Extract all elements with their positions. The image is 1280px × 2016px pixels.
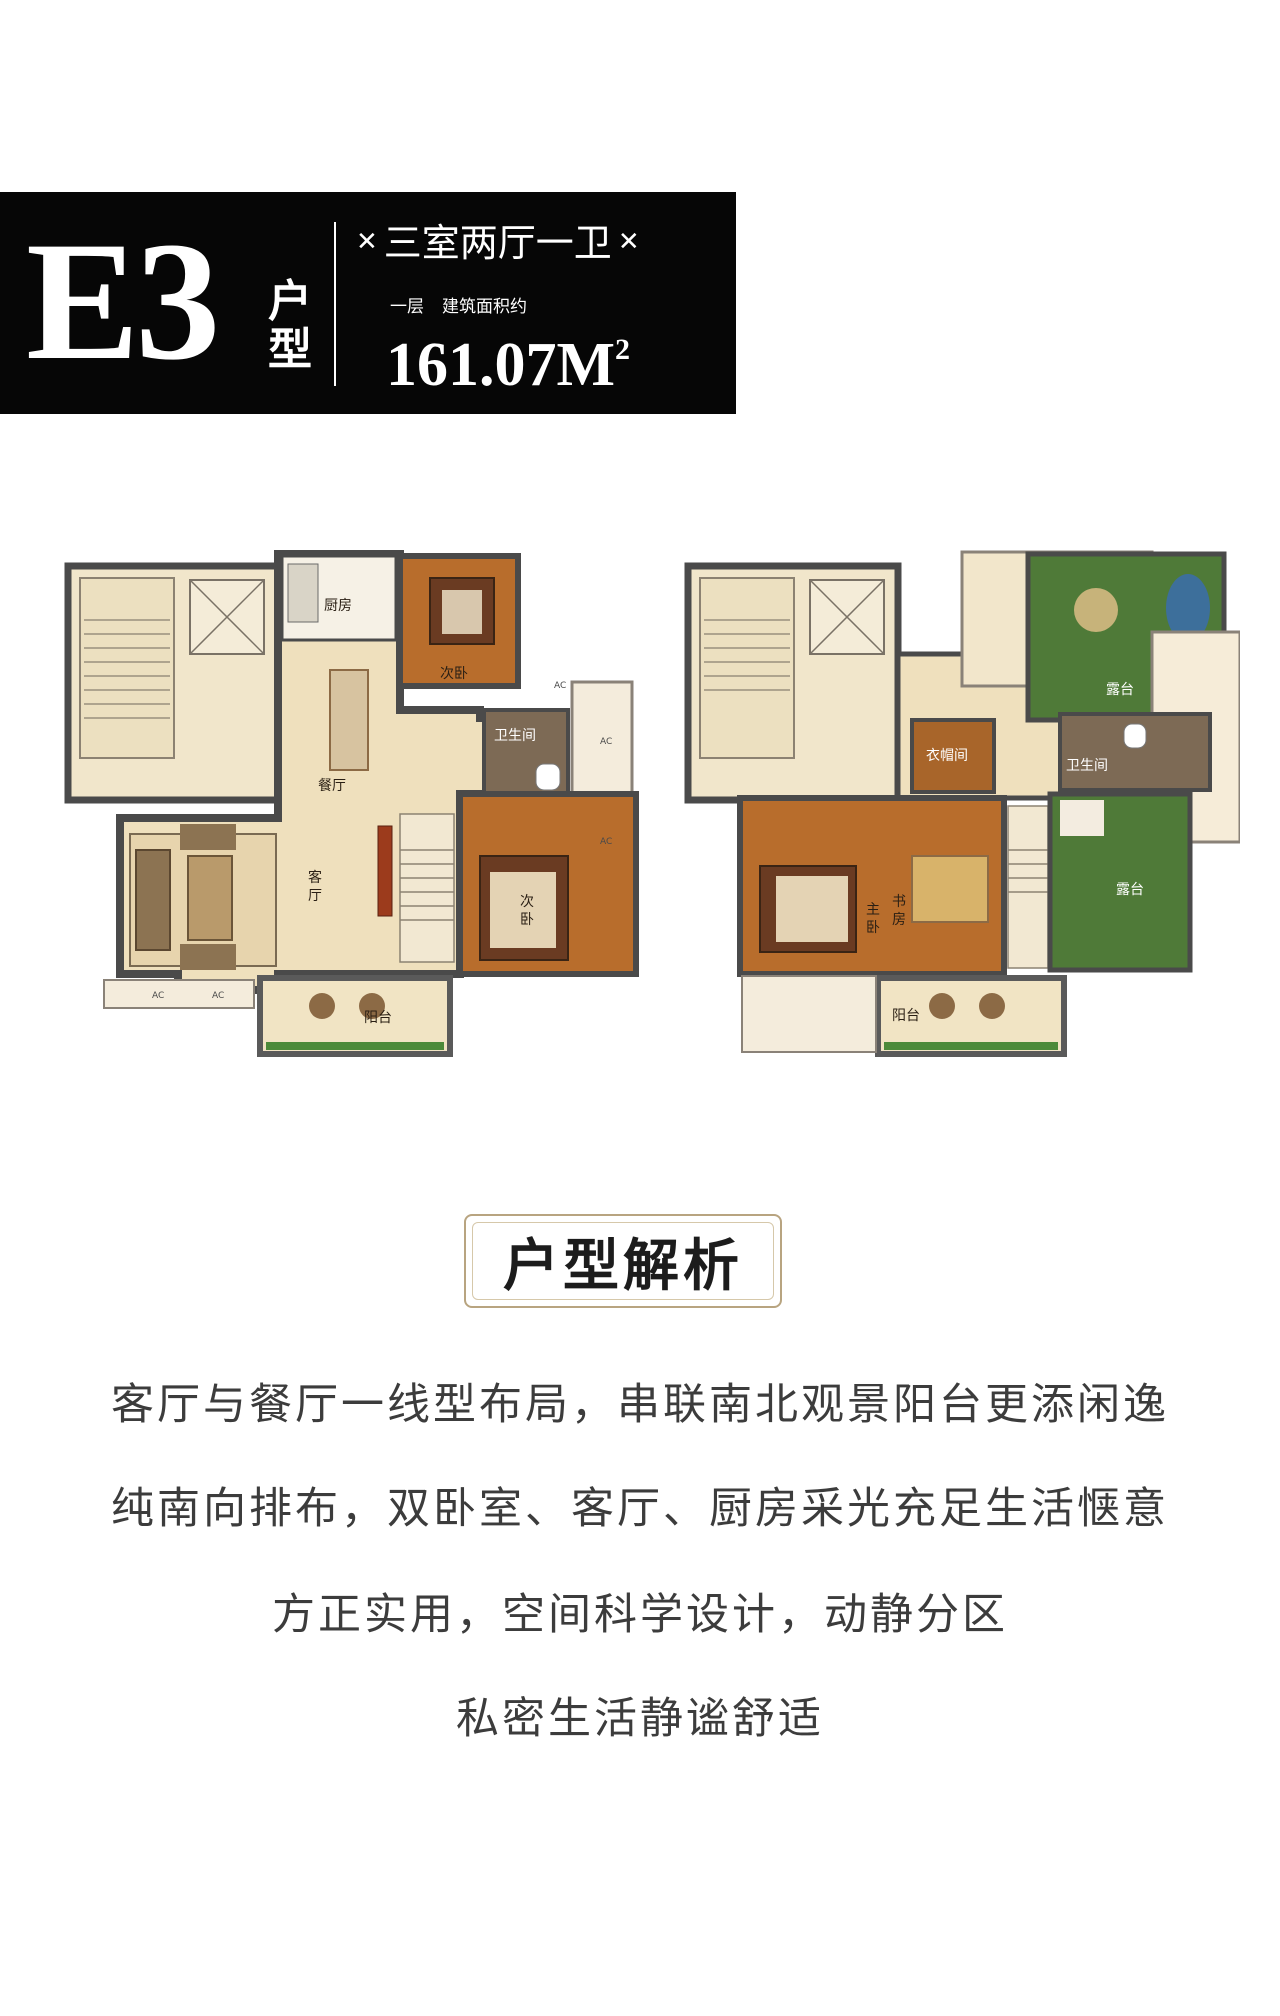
- label-bedroom-b-1: 次: [520, 894, 534, 910]
- label-terrace-side: 露台: [1116, 882, 1144, 898]
- header-divider: [334, 222, 336, 386]
- balcony-area: [257, 975, 453, 1057]
- ac-platform: [103, 979, 255, 1009]
- floor-plan-second: 露台 衣帽间 卫生间 主 卧 书 房 露台 阳台: [680, 550, 1240, 1062]
- ac-label: AC: [600, 837, 612, 847]
- ac-label: AC: [152, 991, 164, 1001]
- label-living-1: 客: [308, 869, 322, 886]
- label-terrace-top: 露台: [1106, 682, 1134, 698]
- dining-table: [329, 669, 369, 771]
- analysis-line: 方正实用，空间科学设计，动静分区: [272, 1590, 1008, 1640]
- area-value: 161.07M2: [386, 331, 631, 399]
- header-banner: E3 户型 ✕三室两厅一卫✕ 一层建筑面积约 161.07M2: [0, 192, 736, 414]
- label-balcony: 阳台: [364, 1010, 392, 1026]
- floor-plan-second-drawing: 露台 衣帽间 卫生间 主 卧 书 房 露台 阳台: [684, 550, 1240, 1057]
- analysis-line: 私密生活静谧舒适: [456, 1694, 824, 1744]
- layout-type: 三室两厅一卫: [383, 221, 612, 265]
- study-desk: [911, 855, 989, 923]
- ac-label: AC: [212, 991, 224, 1001]
- analysis-line: 客厅与餐厅一线型布局，串联南北观景阳台更添闲逸: [111, 1380, 1169, 1430]
- area-superscript: 2: [615, 333, 631, 366]
- label-dining: 餐厅: [318, 778, 346, 794]
- interior-stair: [1007, 805, 1049, 969]
- unit-word: 户型: [268, 276, 312, 375]
- floor-area-caption: 一层建筑面积约: [390, 292, 527, 317]
- ac-label: AC: [600, 737, 612, 747]
- area-label: 建筑面积约: [442, 297, 527, 317]
- cross-ornament-icon: ✕: [356, 227, 378, 257]
- label-study-2: 房: [892, 912, 906, 928]
- interior-stair: [399, 813, 455, 963]
- tv-unit: [377, 825, 393, 917]
- analysis-title: 户型解析: [503, 1232, 743, 1299]
- layout-type-line: ✕三室两厅一卫✕: [350, 220, 646, 265]
- floor-label: 一层: [390, 297, 424, 317]
- unit-code: E3: [26, 207, 220, 395]
- staircase: [699, 577, 795, 759]
- label-master-1: 主: [866, 902, 880, 918]
- label-bathroom: 卫生间: [494, 728, 536, 744]
- label-balcony: 阳台: [892, 1008, 920, 1024]
- closet-area: [910, 718, 996, 794]
- ac-label: AC: [554, 681, 566, 691]
- analysis-line: 纯南向排布，双卧室、客厅、厨房采光充足生活惬意: [111, 1484, 1169, 1534]
- label-bedroom-b-2: 卧: [520, 912, 534, 928]
- label-master-2: 卧: [866, 920, 880, 936]
- label-bathroom: 卫生间: [1066, 758, 1108, 774]
- cross-ornament-icon: ✕: [617, 227, 640, 257]
- label-bedroom-a: 次卧: [440, 666, 468, 682]
- floor-plan-first: 厨房 次卧 餐厅 卫生间 客 厅 次 卧 阳台 AC AC AC AC AC: [60, 550, 640, 1062]
- label-kitchen: 厨房: [324, 598, 352, 614]
- label-living-2: 厅: [308, 888, 322, 904]
- analysis-title-box: 户型解析: [464, 1214, 782, 1308]
- label-study-1: 书: [892, 894, 906, 910]
- balcony-area: [875, 975, 1067, 1057]
- label-closet: 衣帽间: [926, 748, 968, 764]
- floor-plan-first-drawing: 厨房 次卧 餐厅 卫生间 客 厅 次 卧 阳台 AC AC AC AC AC: [64, 550, 639, 1057]
- staircase: [79, 577, 175, 759]
